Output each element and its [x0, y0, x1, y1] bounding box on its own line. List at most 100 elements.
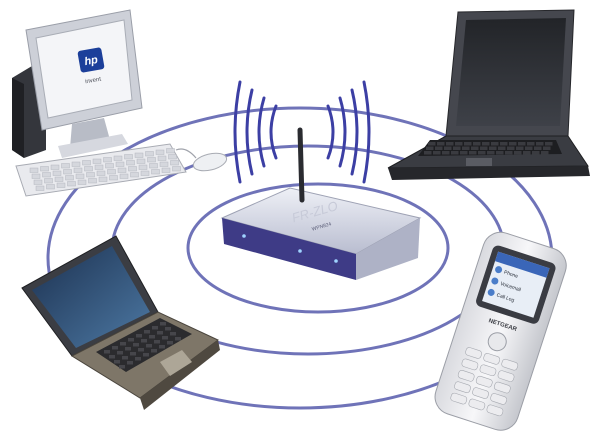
- router-led: [334, 259, 338, 263]
- key: [67, 181, 76, 187]
- hp-logo-text: hp: [84, 54, 100, 68]
- key: [120, 342, 126, 346]
- signal-arc-left: [257, 96, 266, 168]
- key: [152, 326, 158, 330]
- phone-key: [454, 381, 471, 394]
- phone-key: [486, 404, 504, 417]
- key: [175, 337, 181, 341]
- key: [135, 357, 141, 361]
- key: [103, 157, 112, 163]
- key: [460, 151, 468, 155]
- key: [117, 167, 127, 173]
- key: [160, 322, 166, 326]
- key: [541, 151, 549, 155]
- key: [109, 175, 118, 181]
- key: [167, 341, 173, 345]
- router-side: [356, 218, 420, 280]
- key: [117, 351, 123, 355]
- key: [496, 151, 504, 155]
- key: [115, 161, 125, 167]
- key: [536, 142, 544, 146]
- key: [84, 166, 93, 172]
- key: [473, 142, 481, 146]
- signal-ring: [186, 182, 450, 314]
- key: [489, 146, 497, 150]
- phone-key: [483, 353, 501, 365]
- key: [82, 160, 91, 166]
- signal-arc-right: [338, 96, 347, 168]
- key: [122, 356, 128, 360]
- key: [98, 176, 108, 182]
- menu-icon: [487, 288, 495, 296]
- phone-key: [479, 364, 497, 377]
- key: [424, 151, 432, 155]
- phone-key: [490, 393, 507, 405]
- key: [113, 155, 123, 161]
- key: [157, 155, 167, 161]
- laptop-keys: [104, 322, 181, 369]
- key: [138, 164, 148, 170]
- signal-arc-left: [245, 88, 254, 176]
- router-led: [242, 234, 246, 238]
- key: [426, 146, 434, 150]
- laptop-screen: [456, 18, 566, 126]
- hp-logo: [77, 47, 105, 73]
- key: [462, 146, 470, 150]
- key: [487, 151, 495, 155]
- key: [104, 350, 110, 354]
- key: [56, 182, 66, 188]
- key: [54, 176, 64, 182]
- wireless-router: FR-ZLO WPN824: [220, 127, 422, 280]
- menu-icon: [491, 277, 499, 285]
- key: [469, 151, 477, 155]
- phone-key: [468, 398, 486, 411]
- key: [130, 172, 139, 178]
- phone-keypad: [450, 347, 519, 417]
- key: [145, 151, 154, 157]
- key: [35, 185, 45, 191]
- mouse: [192, 152, 228, 172]
- laptop-top-right: [387, 9, 590, 180]
- key: [52, 170, 62, 176]
- key: [127, 361, 133, 365]
- key: [482, 142, 490, 146]
- signal-arc-left: [233, 80, 242, 184]
- key: [453, 146, 461, 150]
- key: [523, 151, 531, 155]
- key: [161, 167, 171, 173]
- key: [40, 166, 49, 172]
- key: [63, 169, 72, 175]
- key: [61, 163, 70, 169]
- key: [109, 355, 115, 359]
- key: [534, 146, 542, 150]
- phone-key: [493, 381, 511, 394]
- key: [433, 151, 441, 155]
- key: [149, 163, 158, 169]
- key: [170, 160, 179, 166]
- touchpad: [466, 158, 492, 166]
- key: [114, 360, 120, 364]
- key: [162, 336, 168, 340]
- key: [498, 146, 506, 150]
- key: [157, 331, 163, 335]
- key: [464, 142, 472, 146]
- laptop-bottom-left: [21, 235, 220, 410]
- key: [159, 345, 165, 349]
- key: [92, 158, 102, 164]
- hp-invent-text: invent: [85, 77, 102, 86]
- key: [527, 142, 535, 146]
- key: [138, 348, 144, 352]
- key: [75, 173, 85, 179]
- key: [154, 340, 160, 344]
- key: [165, 327, 171, 331]
- key: [29, 167, 39, 173]
- key: [128, 338, 134, 342]
- signal-arc-right: [362, 80, 371, 184]
- key: [140, 170, 150, 176]
- key: [451, 151, 459, 155]
- phone-key: [465, 347, 482, 359]
- phone-key: [457, 369, 475, 382]
- key: [170, 332, 176, 336]
- key: [478, 151, 486, 155]
